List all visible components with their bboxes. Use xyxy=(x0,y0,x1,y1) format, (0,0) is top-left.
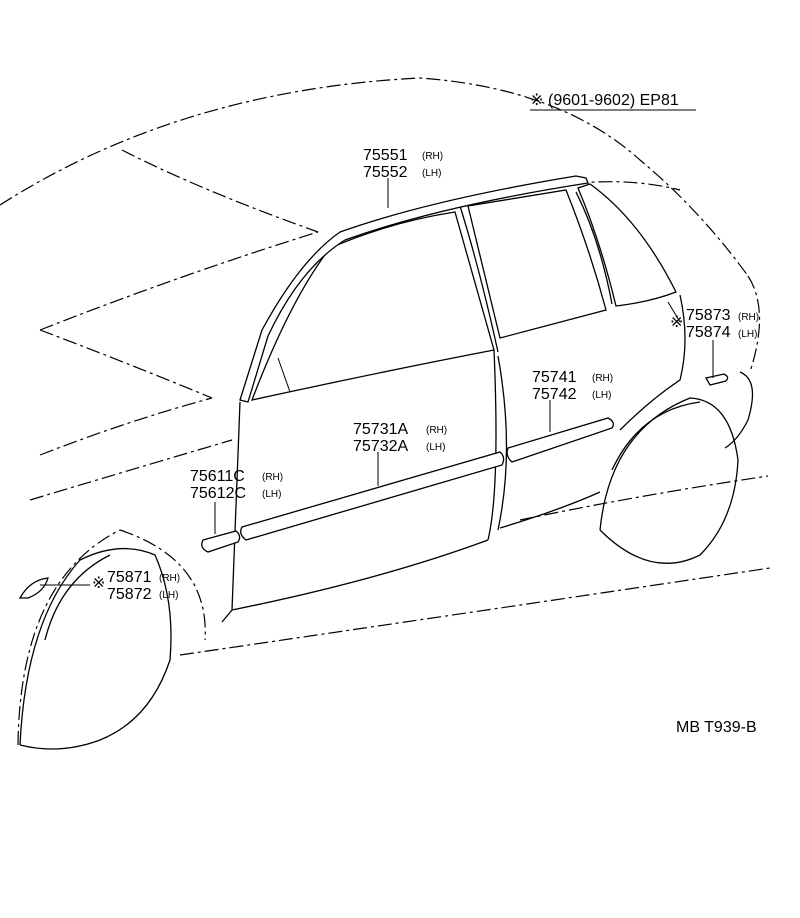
svg-text:(RH): (RH) xyxy=(592,373,613,384)
part-label-front-wheel-arch: ※ 75871 (RH) 75872 (LH) xyxy=(92,569,180,603)
svg-text:(LH): (LH) xyxy=(422,168,441,179)
fender-molding xyxy=(201,530,241,553)
svg-text:75873: 75873 xyxy=(686,307,731,324)
front-door-molding xyxy=(240,451,505,541)
svg-text:(RH): (RH) xyxy=(426,425,447,436)
svg-text:75741: 75741 xyxy=(532,369,577,386)
leader-lines xyxy=(40,178,714,586)
svg-text:75731A: 75731A xyxy=(353,421,408,438)
part-label-rear-door: 75741 (RH) 75742 (LH) xyxy=(532,369,613,403)
svg-text:75551: 75551 xyxy=(363,147,408,164)
header-text: (9601-9602) EP81 xyxy=(548,92,679,109)
svg-text:(RH): (RH) xyxy=(738,312,759,323)
svg-text:(RH): (RH) xyxy=(422,151,443,162)
svg-text:75552: 75552 xyxy=(363,164,408,181)
front-wheel-arch-mark: ※ xyxy=(92,575,105,592)
part-label-fender: 75611C (RH) 75612C (LH) xyxy=(190,468,283,502)
svg-text:75874: 75874 xyxy=(686,324,731,341)
model-header: ※ (9601-9602) EP81 xyxy=(530,92,696,111)
svg-text:75732A: 75732A xyxy=(353,438,408,455)
svg-text:(LH): (LH) xyxy=(426,442,445,453)
rear-door-molding xyxy=(506,417,614,463)
rear-quarter-molding xyxy=(704,373,729,386)
svg-text:(LH): (LH) xyxy=(592,390,611,401)
diagram-reference: MB T939-B xyxy=(676,719,757,736)
svg-text:(LH): (LH) xyxy=(159,590,178,601)
rear-quarter-mark: ※ xyxy=(670,314,683,331)
svg-text:75612C: 75612C xyxy=(190,485,246,502)
roof-drip-molding xyxy=(239,175,589,403)
svg-text:(RH): (RH) xyxy=(159,573,180,584)
part-label-rear-quarter: ※ 75873 (RH) 75874 (LH) xyxy=(670,307,759,341)
svg-text:75742: 75742 xyxy=(532,386,577,403)
wheels xyxy=(19,397,739,750)
svg-text:(LH): (LH) xyxy=(738,329,757,340)
svg-text:75872: 75872 xyxy=(107,586,152,603)
svg-text:75611C: 75611C xyxy=(190,468,245,485)
part-label-front-door: 75731A (RH) 75732A (LH) xyxy=(353,421,447,455)
header-mark: ※ xyxy=(530,92,543,109)
svg-text:(LH): (LH) xyxy=(262,489,281,500)
svg-text:(RH): (RH) xyxy=(262,472,283,483)
part-label-roof-molding: 75551 (RH) 75552 (LH) xyxy=(363,147,443,181)
doors xyxy=(221,183,686,623)
svg-text:75871: 75871 xyxy=(107,569,152,586)
